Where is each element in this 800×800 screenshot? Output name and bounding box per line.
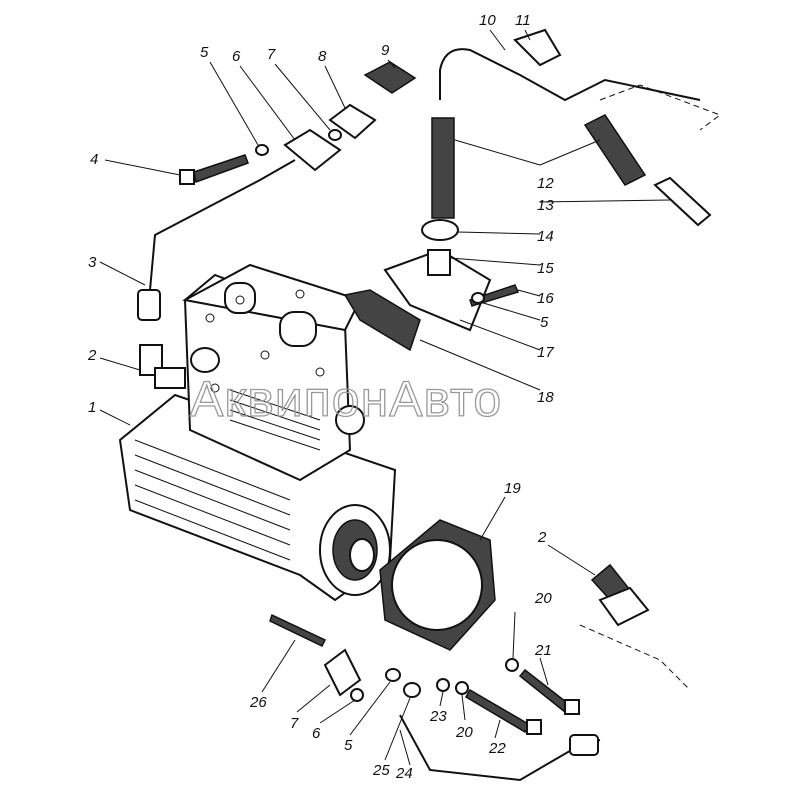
elbow-fitting-2b — [590, 563, 650, 627]
callout-8: 8 — [318, 48, 327, 65]
callout-20b: 20 — [455, 724, 473, 741]
flange-8 — [328, 103, 377, 140]
cylinder-block — [182, 263, 365, 482]
callout-9: 9 — [381, 42, 390, 59]
bolt-4 — [179, 154, 249, 185]
leader-lines — [99, 29, 671, 766]
callout-19: 19 — [504, 480, 521, 497]
callout-2b: 2 — [537, 529, 547, 546]
callout-13: 13 — [537, 197, 554, 214]
hose-12b — [583, 114, 647, 186]
callout-1: 1 — [88, 399, 96, 416]
callout-7: 7 — [267, 46, 276, 63]
washer-5 — [255, 144, 269, 156]
callout-23: 23 — [429, 708, 447, 725]
watermark: АквипонАвто — [190, 371, 502, 427]
ring-7 — [328, 129, 342, 141]
callout-7b: 7 — [290, 715, 299, 732]
callout-25: 25 — [372, 762, 390, 779]
gasket-18 — [343, 289, 421, 352]
callout-12: 12 — [537, 175, 554, 192]
callout-16: 16 — [537, 290, 554, 307]
pipe-3 — [149, 159, 296, 291]
flange-6 — [283, 128, 342, 172]
callout-14: 14 — [537, 228, 554, 245]
callout-6: 6 — [232, 48, 241, 65]
gasket-9 — [363, 61, 417, 94]
fitting-13 — [653, 176, 712, 227]
callout-3: 3 — [88, 254, 97, 271]
callout-2: 2 — [87, 347, 97, 364]
callout-6b: 6 — [312, 725, 321, 742]
callout-5: 5 — [200, 44, 209, 61]
callout-18: 18 — [537, 389, 554, 406]
elbow-fitting-2 — [139, 344, 186, 389]
clamp-11 — [513, 28, 562, 67]
callout-4: 4 — [90, 151, 98, 168]
stud-26 — [269, 613, 327, 647]
callout-24: 24 — [395, 765, 413, 782]
callout-5c: 5 — [344, 737, 353, 754]
callout-11: 11 — [515, 12, 531, 29]
callout-21: 21 — [534, 642, 552, 659]
hose-12a — [431, 117, 455, 219]
callout-10: 10 — [479, 12, 496, 29]
callout-17: 17 — [537, 344, 554, 361]
callout-20: 20 — [534, 590, 552, 607]
callout-26: 26 — [249, 694, 267, 711]
callout-22: 22 — [488, 740, 506, 757]
bolt-22 — [464, 688, 532, 733]
callout-5b: 5 — [540, 314, 549, 331]
compressor-crankcase — [118, 393, 397, 602]
pipe-10 — [439, 48, 701, 102]
flange-6b — [323, 648, 362, 697]
callout-15: 15 — [537, 260, 554, 277]
clamp-14 — [421, 219, 459, 241]
pipe-fitting — [137, 289, 161, 321]
